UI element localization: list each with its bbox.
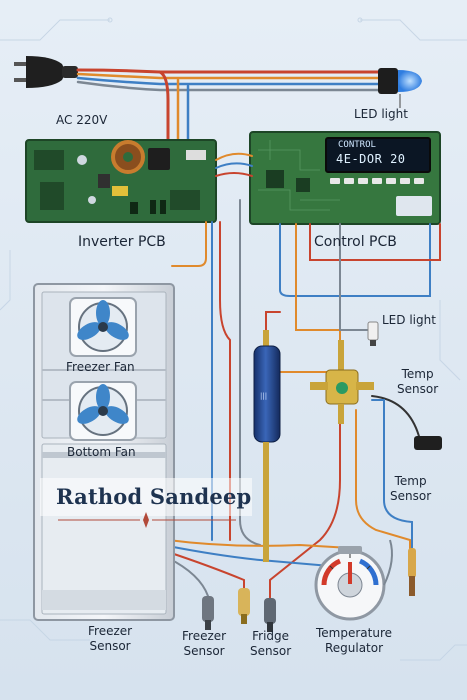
temp-sensor-2-icon — [408, 548, 416, 596]
fridge-sensor-line2: Sensor — [250, 644, 292, 658]
watermark-ornament — [40, 478, 252, 528]
freezer-sensor-mid-label: Freezer Sensor — [182, 629, 226, 659]
svg-text:|||: ||| — [260, 392, 267, 400]
temp-sensor-2-line1: Temp — [394, 474, 427, 488]
temp-sensor-1-icon — [414, 436, 442, 450]
freezer-sensor-left-label: Freezer Sensor — [88, 624, 132, 654]
fridge-sensor-icon — [264, 598, 276, 632]
solenoid-valve — [310, 340, 374, 424]
fridge-sensor-line1: Fridge — [252, 629, 290, 643]
freezer-sensor-mid-2-icon — [238, 588, 250, 624]
led-light-top-label: LED light — [354, 107, 408, 121]
fridge-sensor-label: Fridge Sensor — [250, 629, 291, 659]
temperature-regulator-line2: Regulator — [324, 641, 384, 655]
temp-sensor-2-label: Temp Sensor — [390, 474, 431, 504]
pcb-link-wires — [215, 152, 253, 177]
led-light-top-icon — [378, 68, 422, 108]
lcd-display — [325, 137, 431, 173]
freezer-sensor-left-line2: Sensor — [89, 639, 131, 653]
circuit-pattern — [0, 17, 467, 661]
temp-sensor-1-line2: Sensor — [397, 382, 439, 396]
filter-drier: ||| — [253, 330, 281, 562]
inverter-pcb-label: Inverter PCB — [78, 234, 166, 250]
freezer-sensor-mid-line2: Sensor — [183, 644, 225, 658]
led-light-mid-icon — [367, 321, 379, 346]
power-cable — [76, 68, 382, 142]
freezer-fan-icon — [69, 297, 137, 357]
temperature-regulator-icon — [314, 539, 393, 621]
control-pcb-label: Control PCB — [314, 234, 397, 250]
freezer-sensor-mid-icon — [202, 596, 214, 630]
temp-sensor-1-line1: Temp — [401, 367, 434, 381]
inverter-pcb — [25, 139, 217, 223]
bottom-fan-icon — [69, 381, 137, 441]
led-light-mid-label: LED light — [382, 313, 436, 327]
display-line-2: 4E-DOR 20 — [336, 152, 406, 166]
temperature-regulator-label: Temperature Regulator — [316, 626, 392, 656]
control-pcb — [249, 131, 441, 225]
signal-wires — [167, 199, 441, 601]
freezer-fan-label: Freezer Fan — [66, 360, 135, 374]
freezer-sensor-mid-line1: Freezer — [182, 629, 227, 643]
temperature-regulator-line1: Temperature — [316, 626, 393, 640]
freezer-sensor-left-line1: Freezer — [88, 624, 133, 638]
display-line-1: CONTROL — [338, 140, 376, 150]
bottom-fan-label: Bottom Fan — [67, 445, 136, 459]
watermark-text: Rathod Sandeep — [56, 484, 252, 509]
temp-sensor-1-label: Temp Sensor — [397, 367, 438, 397]
temp-sensor-2-line2: Sensor — [390, 489, 432, 503]
ac-220v-label: AC 220V — [56, 113, 108, 127]
power-plug-icon — [14, 56, 78, 88]
